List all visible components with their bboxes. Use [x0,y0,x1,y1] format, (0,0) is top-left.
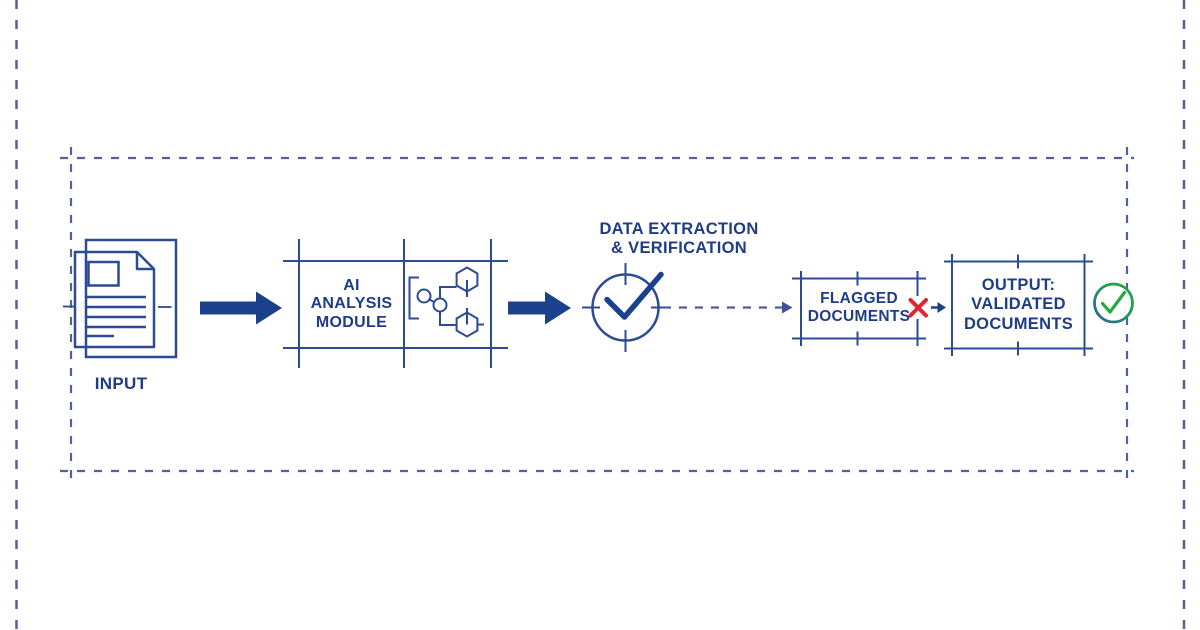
dashed-connector-arrowhead [782,301,793,314]
front-page [73,250,156,349]
green-check-ring [1093,282,1134,324]
output-box [944,254,1093,356]
link-up [439,286,457,299]
extraction-label: DATA EXTRACTION & VERIFICATION [589,220,769,258]
output-label-line3: DOCUMENTS [963,314,1074,333]
folded-corner [135,252,154,271]
flow-arrow-input-to-ai [200,291,282,325]
node-circle-1 [416,288,432,304]
input-documents-icon [63,238,178,359]
flagged-label: FLAGGED DOCUMENTS [801,278,917,338]
bracket [408,276,419,320]
ai-module-label-line2: ANALYSIS [310,295,393,313]
ai-module-box [283,239,508,368]
link-down [439,311,457,326]
clock-checkmark-hands [604,271,664,320]
inner-dashed-frame [60,147,1134,482]
back-page [84,238,178,359]
extraction-label-line2: & VERIFICATION [611,239,747,257]
small-arrow-head [937,302,946,313]
clock-checkmark-icon [582,263,670,352]
green-check-icon [1093,282,1134,324]
output-label-line2: VALIDATED [971,295,1066,314]
input-label: INPUT [94,374,148,393]
extraction-label-line1: DATA EXTRACTION [599,220,759,238]
hexagon-bottom [455,311,479,338]
flagged-box [792,271,926,346]
image-placeholder [87,260,120,287]
node-link [428,298,436,304]
network-hexagons-icon [408,266,484,338]
flagged-label-line2: DOCUMENTS [807,308,911,325]
ai-module-label: AI ANALYSIS MODULE [299,261,404,348]
flagged-label-line1: FLAGGED [820,290,898,307]
output-label-line1: OUTPUT: [981,275,1056,294]
outer-dashed-border [15,0,1186,630]
ai-module-label-line3: MODULE [315,313,388,331]
green-check-mark [1100,290,1127,314]
flow-arrow-ai-to-extraction [508,291,571,325]
output-label: OUTPUT: VALIDATED DOCUMENTS [952,261,1085,349]
node-circle-2 [432,297,448,313]
small-arrow-icon [931,302,946,313]
ai-module-label-line1: AI [343,276,360,294]
dashed-connector-arrow [663,301,793,314]
red-x-icon [908,298,928,318]
text-lines [87,295,146,338]
